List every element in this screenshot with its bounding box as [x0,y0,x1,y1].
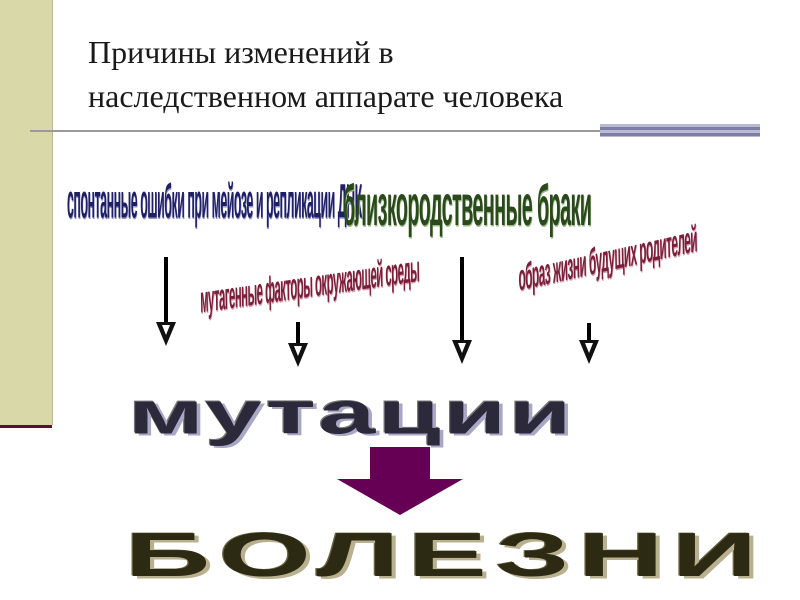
arrow-down-icon [164,257,168,323]
title-line-1: Причины изменений в [88,34,394,70]
big-arrow-down-icon [337,447,463,515]
cause-spontaneous-errors: спонтанные ошибки при мейозе и репликаци… [67,176,362,229]
cause-mutagenic-factors: мутагенные факторы окружающей среды [200,248,420,322]
result-mutations: мутации [128,378,574,447]
arrow-down-icon [452,340,472,364]
title-divider [30,130,600,132]
arrow-down-icon [460,257,464,341]
consequence-diseases: БОЛЕЗНИ [125,520,766,590]
side-decor-line [0,425,52,428]
arrow-down-icon [296,322,300,344]
side-decor-bar [0,0,53,425]
title-line-2: наследственном аппарате человека [88,78,564,114]
arrow-down-icon [579,340,599,364]
title-accent-stripes [600,124,760,137]
slide-title: Причины изменений в наследственном аппар… [88,30,768,118]
cause-consanguineous-marriages: близкородственные браки [343,174,592,239]
arrow-down-icon [587,323,591,341]
arrow-down-icon [288,343,308,367]
arrow-down-icon [156,322,176,346]
